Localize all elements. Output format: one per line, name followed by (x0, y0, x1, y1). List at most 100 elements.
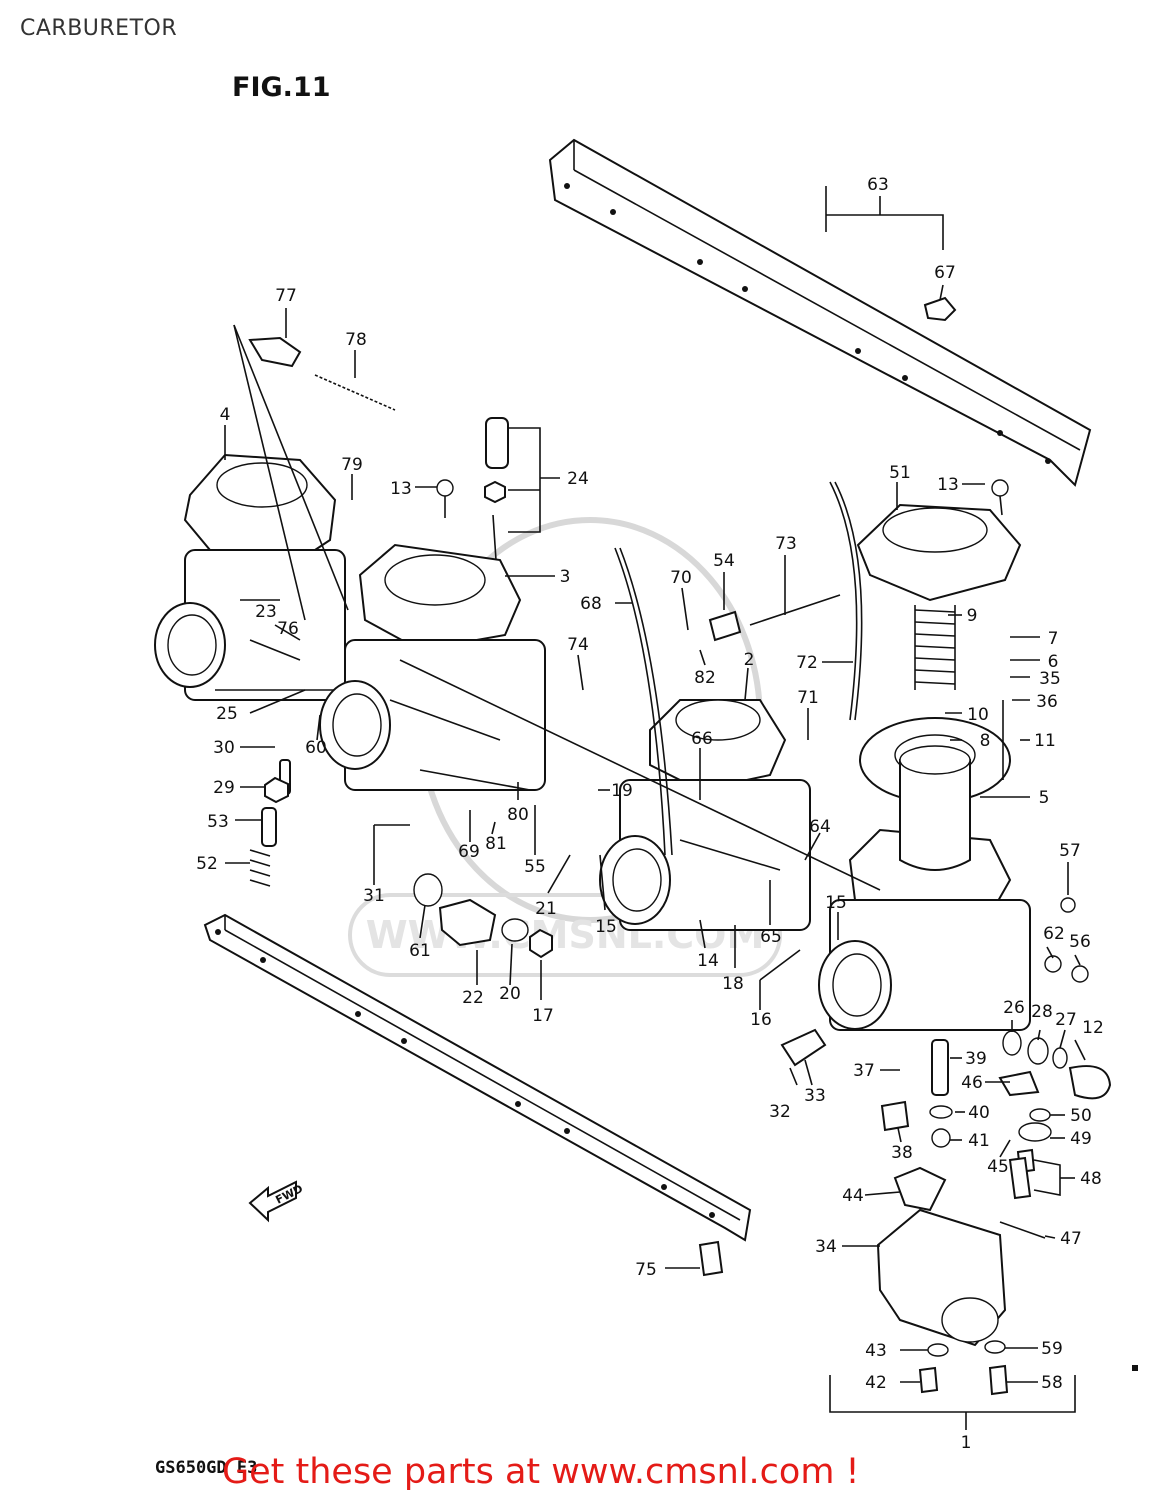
part-number: 7 (1048, 629, 1059, 649)
part-number: 78 (345, 330, 367, 350)
part-number: 70 (670, 568, 692, 588)
part-number: 57 (1059, 841, 1081, 861)
part-number: 53 (207, 812, 229, 832)
hose-68 (614, 547, 666, 856)
part-number: 26 (1003, 998, 1025, 1018)
spring-9 (914, 605, 956, 690)
part-number: 32 (769, 1102, 791, 1122)
carburetor-3 (599, 699, 811, 931)
part-number: 38 (891, 1143, 913, 1163)
part-number: 30 (213, 738, 235, 758)
part-number: 34 (815, 1237, 837, 1257)
part-number: 60 (305, 738, 327, 758)
part-number: 22 (462, 988, 484, 1008)
part-number: 56 (1069, 932, 1091, 952)
part-number: 55 (524, 857, 546, 877)
part-number: 71 (797, 688, 819, 708)
footer-link[interactable]: Get these parts at www.cmsnl.com ! (222, 1452, 860, 1492)
hose-72 (829, 481, 858, 721)
part-number: 12 (1082, 1018, 1104, 1038)
carburetor-2 (319, 543, 546, 791)
part-number: 58 (1041, 1373, 1063, 1393)
part-number: 8 (980, 731, 991, 751)
leader-lines (224, 186, 1086, 1430)
part-number: 59 (1041, 1339, 1063, 1359)
part-number: 75 (635, 1260, 657, 1280)
part-number: 35 (1039, 669, 1061, 689)
part-number: 2 (744, 650, 755, 670)
part-number: 31 (363, 886, 385, 906)
part-number: 17 (532, 1006, 554, 1026)
part-number: 54 (713, 551, 735, 571)
forward-arrow-icon: FWD (248, 1180, 305, 1223)
part-number: 6 (1048, 652, 1059, 672)
part-number: 52 (196, 854, 218, 874)
top-cap-51 (856, 503, 1022, 602)
part-number: 13 (390, 479, 412, 499)
part-number: 74 (567, 635, 589, 655)
part-number: 19 (611, 781, 633, 801)
part-number: 45 (987, 1157, 1009, 1177)
carburetor-4 (818, 828, 1031, 1031)
part-number: 13 (937, 475, 959, 495)
part-number: 51 (889, 463, 911, 483)
part-number: 61 (409, 941, 431, 961)
part-number: 20 (499, 984, 521, 1004)
part-number: 73 (775, 534, 797, 554)
part-number: 27 (1055, 1010, 1077, 1030)
part-number: 16 (750, 1010, 772, 1030)
part-number: 29 (213, 778, 235, 798)
part-number: 47 (1060, 1229, 1082, 1249)
small-parts (248, 296, 1112, 1396)
part-number: 66 (691, 729, 713, 749)
part-number: 80 (507, 805, 529, 825)
carburetor-1 (154, 453, 346, 701)
part-number: 14 (697, 951, 719, 971)
part-number: 82 (694, 668, 716, 688)
part-number: 77 (275, 286, 297, 306)
part-number: 4 (220, 405, 231, 425)
part-number: 25 (216, 704, 238, 724)
part-number: 68 (580, 594, 602, 614)
part-number: 21 (535, 899, 557, 919)
part-number: 15 (595, 917, 617, 937)
part-number: 28 (1031, 1002, 1053, 1022)
part-number: 79 (341, 455, 363, 475)
upper-bracket (548, 138, 1092, 487)
part-number: 76 (277, 619, 299, 639)
part-number: 24 (567, 469, 589, 489)
part-number: 48 (1080, 1169, 1102, 1189)
part-number: 42 (865, 1373, 887, 1393)
part-number: 81 (485, 834, 507, 854)
part-number: 67 (934, 263, 956, 283)
part-number: 41 (968, 1131, 990, 1151)
part-number: 64 (809, 817, 831, 837)
part-number: 65 (760, 927, 782, 947)
part-number: 23 (255, 602, 277, 622)
lower-bracket (203, 913, 752, 1242)
part-number: 62 (1043, 924, 1065, 944)
part-number: 1 (961, 1433, 972, 1453)
part-number: 15 (825, 893, 847, 913)
part-number: 33 (804, 1086, 826, 1106)
part-number: 11 (1034, 731, 1056, 751)
part-number: 50 (1070, 1106, 1092, 1126)
diaphragm-5 (859, 717, 1011, 871)
corner-dot (1132, 1365, 1138, 1371)
part-number: 44 (842, 1186, 864, 1206)
part-number: 69 (458, 842, 480, 862)
part-number: 72 (796, 653, 818, 673)
part-number: 39 (965, 1049, 987, 1069)
part-number: 37 (853, 1061, 875, 1081)
part-number: 9 (967, 606, 978, 626)
part-number: 43 (865, 1341, 887, 1361)
part-number: 10 (967, 705, 989, 725)
model-code: GS650GD E3 (155, 1458, 258, 1478)
page-title: CARBURETOR (20, 16, 178, 41)
part-numbers: 63 67 77 78 4 79 13 24 3 68 23 76 25 30 … (196, 175, 1104, 1453)
part-number: 40 (968, 1103, 990, 1123)
part-number: 46 (961, 1073, 983, 1093)
part-number: 18 (722, 974, 744, 994)
part-number: 3 (560, 567, 571, 587)
